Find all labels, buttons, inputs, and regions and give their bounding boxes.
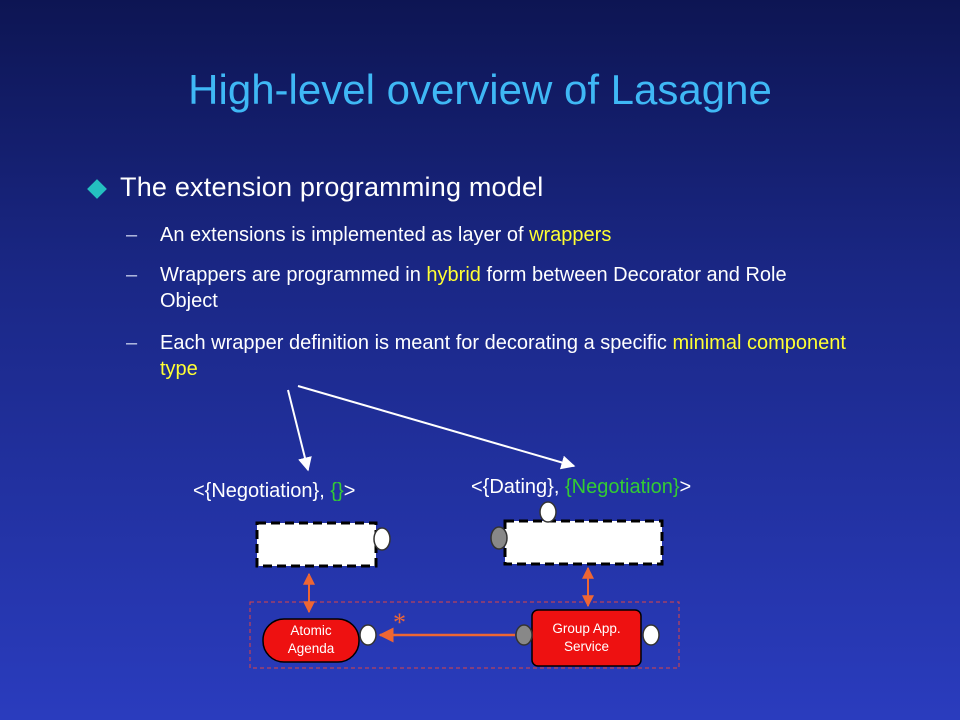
group-service-left-port — [515, 624, 533, 646]
right-wrapper-left-port — [490, 526, 508, 550]
left-wrapper-box — [255, 521, 378, 568]
slide-title: High-level overview of Lasagne — [188, 66, 772, 113]
component-region — [249, 601, 680, 669]
pointer-arrow-left — [287, 389, 312, 472]
label-suffix: > — [343, 480, 356, 502]
pointer-arrow-right — [297, 385, 576, 470]
left-type-label: <{Negotiation}, {}> — [193, 480, 355, 503]
atomic-agenda-line: Agenda — [287, 641, 335, 656]
sub-item-text: Wrappers are programmed in — [160, 264, 427, 286]
group-service-label: Group App. Service — [532, 620, 641, 656]
sub-item-2: – Wrappers are programmed in hybrid form… — [126, 262, 826, 314]
sub-item-1: – An extensions is implemented as layer … — [126, 222, 886, 248]
atomic-agenda-line: Atomic — [290, 623, 332, 638]
left-wrapper-port — [373, 527, 391, 551]
dash-icon: – — [126, 264, 138, 286]
atomic-agenda-label: Atomic Agenda — [263, 622, 359, 658]
atomic-agenda-node — [262, 618, 360, 663]
atomic-agenda-port — [359, 624, 377, 646]
main-bullet: The extension programming model — [87, 172, 544, 203]
dash-icon: – — [126, 332, 138, 354]
main-bullet-text: The extension programming model — [120, 172, 544, 202]
sub-item-text: An extensions is implemented as layer of — [160, 224, 530, 246]
label-green: {} — [330, 480, 344, 502]
sub-item-text: form between Decorator and Role Object — [160, 264, 787, 312]
multiplicity-star: * — [393, 608, 406, 637]
label-green: {Negotiation} — [564, 476, 680, 498]
highlight-text: minimal component type — [160, 332, 846, 380]
label-prefix: <{Negotiation}, — [193, 480, 331, 502]
sub-item-text: Each wrapper definition is meant for dec… — [160, 332, 673, 354]
highlight-text: hybrid — [426, 264, 481, 286]
sub-item-3: – Each wrapper definition is meant for d… — [126, 330, 886, 382]
right-type-label: <{Dating}, {Negotiation}> — [471, 476, 691, 499]
group-service-right-port — [642, 624, 660, 646]
right-wrapper-box — [503, 519, 664, 566]
dash-icon: – — [126, 224, 138, 246]
group-service-line: Service — [563, 639, 609, 654]
label-prefix: <{Dating}, — [471, 476, 565, 498]
right-wrapper-top-port — [539, 501, 557, 523]
highlight-text: wrappers — [529, 224, 612, 246]
group-service-line: Group App. — [552, 621, 621, 636]
label-suffix: > — [679, 476, 692, 498]
